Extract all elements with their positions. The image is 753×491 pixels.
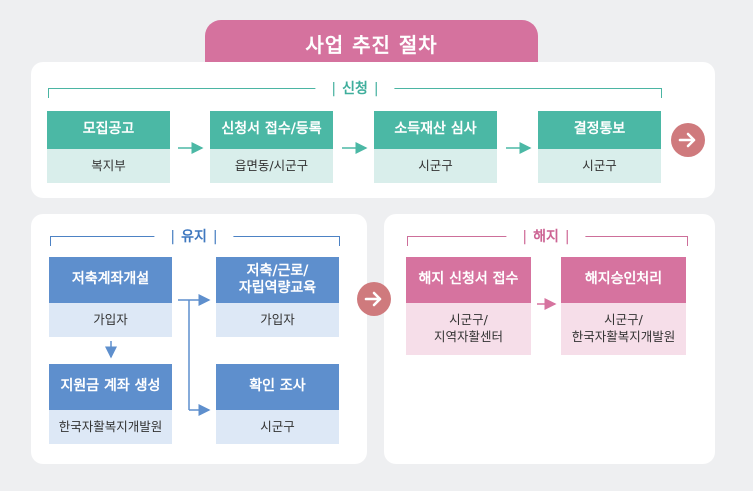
step-head: 해지승인처리 bbox=[561, 257, 686, 303]
step-body-line: 한국자활복지개발원 bbox=[571, 329, 676, 344]
step-body: 읍면동/시군구 bbox=[210, 149, 333, 183]
step-savings-account: 저축계좌개설 가입자 bbox=[49, 257, 172, 337]
step-head: 지원금 계좌 생성 bbox=[49, 364, 172, 410]
step-head: 저축/근로/ 자립역량교육 bbox=[216, 257, 339, 303]
apply-section-label: 신청 bbox=[315, 78, 395, 98]
step-head: 소득재산 심사 bbox=[374, 111, 497, 149]
step-termination-intake: 해지 신청서 접수 시군구/ 지역자활센터 bbox=[406, 257, 531, 355]
step-education: 저축/근로/ 자립역량교육 가입자 bbox=[216, 257, 339, 337]
step-head: 결정통보 bbox=[538, 111, 661, 149]
step-head: 저축계좌개설 bbox=[49, 257, 172, 303]
step-head-line: 저축/근로/ bbox=[246, 262, 309, 279]
arrow-right-circle-icon bbox=[357, 282, 391, 316]
step-recruitment-notice: 모집공고 복지부 bbox=[47, 111, 170, 183]
step-head: 해지 신청서 접수 bbox=[406, 257, 531, 303]
step-body-line: 시군구/ bbox=[449, 312, 488, 328]
step-body: 시군구 bbox=[374, 149, 497, 183]
arrow-right-circle-icon bbox=[671, 123, 705, 157]
step-body: 가입자 bbox=[216, 303, 339, 337]
step-body: 한국자활복지개발원 bbox=[49, 410, 172, 444]
step-head: 모집공고 bbox=[47, 111, 170, 149]
step-body-line: 지역자활센터 bbox=[433, 329, 503, 344]
step-application-intake: 신청서 접수/등록 읍면동/시군구 bbox=[210, 111, 333, 183]
step-body: 가입자 bbox=[49, 303, 172, 337]
step-verification: 확인 조사 시군구 bbox=[216, 364, 339, 444]
step-head: 확인 조사 bbox=[216, 364, 339, 410]
step-body: 시군구/ 한국자활복지개발원 bbox=[561, 303, 686, 355]
page-title: 사업 추진 절차 bbox=[205, 20, 538, 66]
step-head-line: 자립역량교육 bbox=[238, 280, 317, 296]
step-termination-approval: 해지승인처리 시군구/ 한국자활복지개발원 bbox=[561, 257, 686, 355]
maintain-section-label: 유지 bbox=[154, 226, 234, 246]
step-income-asset-review: 소득재산 심사 시군구 bbox=[374, 111, 497, 183]
step-decision-notice: 결정통보 시군구 bbox=[538, 111, 661, 183]
step-body: 복지부 bbox=[47, 149, 170, 183]
step-body-line: 시군구/ bbox=[604, 312, 643, 328]
terminate-section-label: 해지 bbox=[506, 226, 586, 246]
step-head: 신청서 접수/등록 bbox=[210, 111, 333, 149]
step-body: 시군구 bbox=[538, 149, 661, 183]
step-subsidy-account: 지원금 계좌 생성 한국자활복지개발원 bbox=[49, 364, 172, 444]
step-body: 시군구/ 지역자활센터 bbox=[406, 303, 531, 355]
step-body: 시군구 bbox=[216, 410, 339, 444]
